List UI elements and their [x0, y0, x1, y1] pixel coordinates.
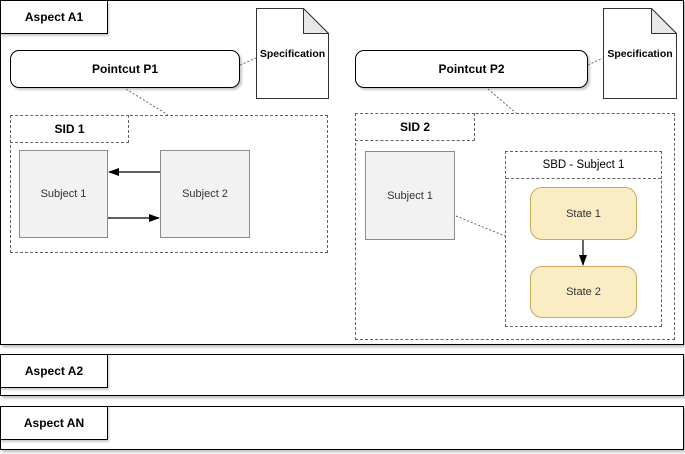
specification-document-2: Specification [603, 8, 677, 99]
pointcut-p2-label: Pointcut P2 [438, 62, 505, 76]
pointcut-p2: Pointcut P2 [355, 50, 588, 88]
sbd-title-compartment: SBD - Subject 1 [506, 152, 661, 179]
sid-2-title: SID 2 [399, 120, 430, 134]
sid-1-container: SID 1 [10, 115, 328, 253]
sid1-subject-2-label: Subject 2 [182, 188, 228, 200]
specification-document-1: Specification [256, 8, 329, 99]
aspect-an-title-tab: Aspect AN [0, 406, 108, 440]
sid2-subject-1-label: Subject 1 [387, 189, 433, 202]
state-1-label: State 1 [566, 207, 601, 220]
state-2-label: State 2 [566, 286, 601, 298]
pointcut-p1: Pointcut P1 [10, 50, 240, 88]
sbd-title: SBD - Subject 1 [542, 159, 625, 171]
sid-2-container: SID 2 [355, 113, 675, 340]
specification-1-label: Specification [259, 47, 326, 60]
sid-1-title: SID 1 [54, 122, 85, 136]
aspect-a1-title-tab: Aspect A1 [0, 0, 108, 34]
sid-1-title-tab: SID 1 [10, 115, 129, 143]
aspect-a1-title: Aspect A1 [24, 10, 84, 24]
sbd-subject-1-container: SBD - Subject 1 [505, 151, 662, 327]
pointcut-p1-label: Pointcut P1 [91, 62, 158, 76]
specification-2-label: Specification [607, 47, 673, 60]
sid2-subject-1: Subject 1 [365, 151, 455, 240]
document-icon [256, 8, 329, 99]
aspect-a2-title: Aspect A2 [24, 364, 84, 378]
state-2: State 2 [530, 266, 637, 318]
sid1-subject-1: Subject 1 [19, 150, 108, 238]
aspect-a2-title-tab: Aspect A2 [0, 354, 108, 388]
sid-2-title-tab: SID 2 [355, 113, 475, 141]
aspect-an-title: Aspect AN [23, 416, 85, 430]
sid1-subject-1-label: Subject 1 [40, 188, 87, 200]
aspect-an-frame: Aspect AN [0, 406, 684, 450]
aspect-a2-frame: Aspect A2 [0, 354, 684, 396]
sid1-subject-2: Subject 2 [160, 150, 250, 238]
document-icon [603, 8, 677, 99]
state-1: State 1 [530, 187, 637, 240]
